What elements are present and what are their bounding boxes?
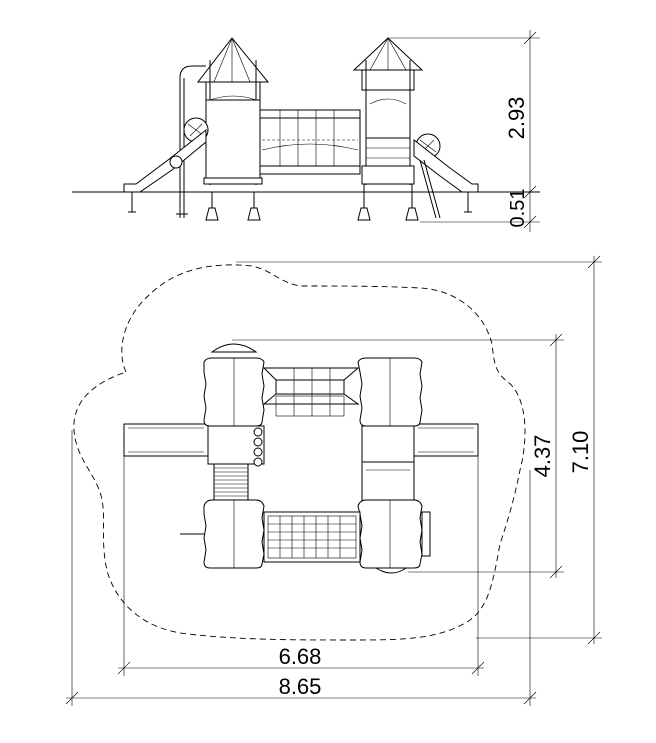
plan-top-bridge [262, 367, 360, 417]
plan-roof-bottom-left [180, 499, 265, 569]
right-tower [352, 37, 424, 221]
right-slide [413, 133, 479, 219]
left-slide [123, 65, 209, 218]
bridge [259, 109, 361, 175]
elevation-view: 2.93 0.51 [72, 30, 540, 232]
dim-plan-outer-depth: 7.10 [568, 431, 593, 474]
plan-right-deck [361, 425, 415, 503]
plan-view: 7.10 4.37 6.68 8.65 [65, 255, 602, 706]
plan-net-bridge [263, 511, 361, 563]
plan-roof-top-right [357, 357, 423, 427]
plan-left-slide [123, 423, 209, 457]
plan-roof-top-left [203, 343, 265, 427]
dim-plan-inner-width: 6.68 [279, 644, 322, 669]
dim-elevation-height: 2.93 [504, 97, 529, 140]
dim-plan-outer-width: 8.65 [279, 674, 322, 699]
plan-roof-bottom-right [357, 499, 431, 574]
dim-elevation-depth: 0.51 [507, 189, 529, 228]
safety-zone-boundary [73, 264, 526, 641]
elevation-dimensions [388, 30, 540, 232]
plan-left-climber [213, 463, 249, 501]
plan-left-deck [207, 425, 265, 467]
dim-plan-inner-depth: 4.37 [530, 435, 555, 478]
plan-right-slide [413, 423, 479, 457]
plan-dimensions [65, 255, 602, 706]
left-tower [196, 37, 270, 221]
